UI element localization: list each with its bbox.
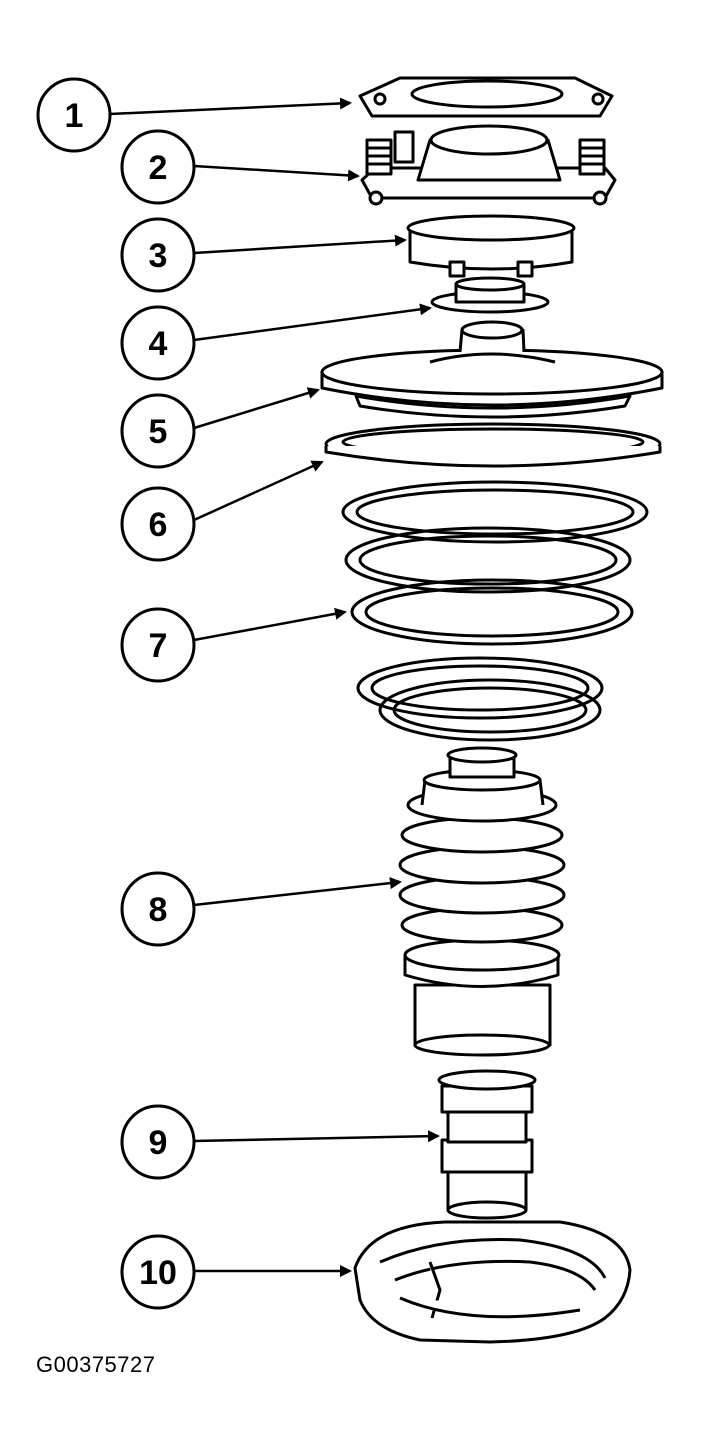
callout-7-label: 7 [149, 627, 168, 665]
callout-7: 7 [120, 607, 196, 683]
part-upper-spring-seat [320, 320, 664, 419]
callout-4: 4 [120, 305, 196, 381]
callout-10: 10 [120, 1234, 196, 1310]
callout-3: 3 [120, 217, 196, 293]
part-upper-mount [360, 124, 617, 206]
callout-3-label: 3 [149, 237, 168, 275]
part-bearing-cup [406, 214, 576, 278]
leader-arrow-8 [193, 877, 402, 907]
callout-10-label: 10 [139, 1254, 177, 1292]
leader-arrow-5 [193, 387, 320, 430]
leader-lines [109, 97, 440, 1277]
leader-arrow-7 [193, 607, 347, 642]
part-coil-spring [341, 480, 649, 742]
callout-1-label: 1 [65, 97, 84, 135]
leader-arrow-3 [193, 234, 407, 255]
part-bump-stop [437, 1069, 537, 1220]
leader-arrow-2 [193, 164, 360, 182]
callout-1: 1 [36, 77, 112, 153]
leader-arrow-9 [193, 1130, 440, 1143]
part-washer [430, 276, 550, 314]
part-spring-pad [324, 422, 662, 468]
part-mount-plate [358, 76, 614, 118]
leader-arrow-4 [193, 303, 432, 342]
callout-6-label: 6 [149, 506, 168, 544]
callout-9: 9 [120, 1104, 196, 1180]
callout-4-label: 4 [149, 325, 168, 363]
callout-5: 5 [120, 393, 196, 469]
figure-id: G00375727 [36, 1352, 156, 1377]
part-dust-boot [398, 746, 566, 1057]
callout-5-label: 5 [149, 413, 168, 451]
callout-markers: 1 2 3 4 5 6 7 8 [36, 77, 196, 1310]
callout-6: 6 [120, 486, 196, 562]
leader-arrow-1 [109, 97, 352, 116]
callout-2-label: 2 [149, 149, 168, 187]
callout-2: 2 [120, 129, 196, 205]
callout-8: 8 [120, 871, 196, 947]
leader-arrow-6 [193, 460, 324, 522]
callout-8-label: 8 [149, 891, 168, 929]
part-lower-spring-seat [353, 1220, 632, 1344]
callout-9-label: 9 [149, 1124, 168, 1162]
